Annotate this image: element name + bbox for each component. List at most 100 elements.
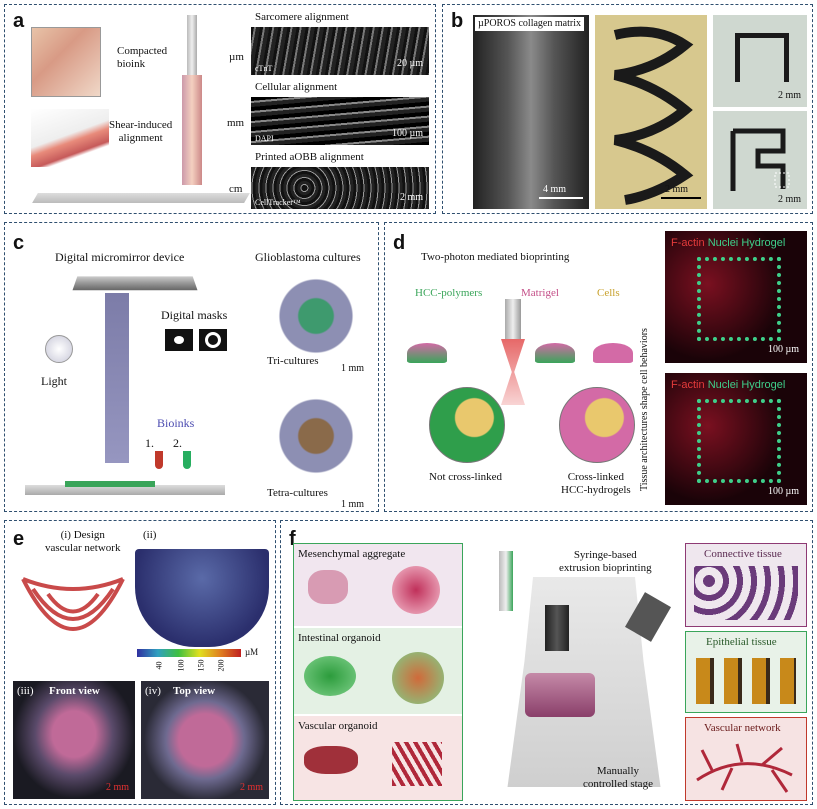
glio-label: Glioblastoma cultures (255, 250, 361, 264)
laser-beam (501, 339, 525, 405)
panel-label-f: f (289, 528, 296, 550)
legend-factin: F-actin (671, 237, 705, 249)
front-view-photo: (iii) Front view 2 mm (13, 681, 135, 799)
fluorescence-image-1: F-actin Nuclei Hydrogel 100 µm (665, 231, 807, 363)
zoom-not-crosslinked (429, 387, 505, 463)
mes-cells (308, 570, 348, 604)
int-organoid (392, 652, 444, 704)
panel-a: a Compacted bioink Shear-induced alignme… (4, 4, 436, 214)
printer-needle (187, 15, 197, 75)
twophoton-title: Two-photon mediated bioprinting (421, 251, 570, 263)
objective (545, 605, 569, 651)
fluoro-scale-1: 100 µm (767, 344, 799, 355)
meander-scale: 2 mm (777, 194, 801, 205)
spiral-print-photo: 2 mm (595, 15, 707, 209)
cb-unit: µM (245, 647, 259, 657)
square-scale: 2 mm (777, 90, 801, 101)
print-stage (25, 485, 225, 495)
bioink-tube-1 (155, 451, 163, 469)
hydrogel-square-2 (697, 399, 781, 483)
tetra-culture-image (261, 391, 371, 491)
fluoro-scale-2: 100 µm (767, 486, 799, 497)
light-beam (105, 293, 129, 463)
vascular-box: Vascular network (685, 717, 807, 801)
printed-title: Printed aOBB alignment (255, 151, 364, 163)
vascular-row: Vascular organoid (294, 716, 462, 800)
epithelial-box: Epithelial tissue (685, 631, 807, 713)
legend-nuclei-2: Nuclei (707, 379, 739, 391)
panel-b: b µPOROS collagen matrix 4 mm 2 mm 2 mm … (442, 4, 813, 214)
compacted-bioink-label: Compacted bioink (117, 45, 168, 70)
panel-label-b: b (451, 10, 464, 32)
cellular-title: Cellular alignment (255, 81, 338, 93)
panel-e: e (i) Design vascular network (ii) 40 10… (4, 520, 276, 805)
spiral-print-svg (613, 26, 694, 205)
hcc-polymers-label: HCC-polymers (415, 287, 483, 299)
printed-micrograph: CellTracker™ 2 mm (251, 167, 429, 209)
epithelial-illustration (696, 658, 796, 704)
legend-hydrogel-2: Hydrogel (741, 379, 786, 391)
legend-hydrogel: Hydrogel (741, 237, 786, 249)
print-substrate (32, 193, 250, 203)
culture-dish (525, 673, 595, 717)
vas-cells (304, 746, 358, 774)
legend-factin-2: F-actin (671, 379, 705, 391)
panel-label-a: a (13, 10, 25, 32)
panel-label-e: e (13, 528, 25, 550)
bioink-illustration (31, 27, 101, 97)
bioink-2-label: 2. (173, 436, 182, 450)
tri-culture-image (261, 271, 371, 371)
vas-organoid (392, 742, 442, 786)
manual-stage-label: Manually controlled stage (583, 765, 653, 790)
side-caption: Tissue architectures shape cell behavior… (639, 328, 650, 491)
dmd-label: Digital micromirror device (55, 250, 185, 264)
sarcomere-micrograph: cTnT 20 µm (251, 27, 429, 75)
laser-head (505, 299, 521, 339)
vascular-network-label: Vascular network (704, 722, 781, 734)
poros-matrix-label: µPOROS collagen matrix (475, 17, 584, 31)
syringe-label: Syringe-based extrusion bioprinting (559, 549, 652, 574)
printed-scale: 2 mm (399, 192, 423, 203)
droplet-2 (535, 343, 575, 363)
vascular-network-svg (696, 743, 793, 793)
panel-e-ii-label: (ii) (143, 529, 157, 541)
concentration-colorbar (137, 649, 241, 657)
front-iii: (iii) (17, 685, 34, 697)
matrigel-label: Matrigel (521, 287, 559, 299)
cellular-stain: DAPI (255, 134, 274, 143)
top-view-label: Top view (173, 685, 216, 697)
printed-construct (65, 481, 155, 487)
spiral-scale-bar (661, 197, 701, 199)
sarcomere-scale: 20 µm (396, 58, 423, 69)
top-scale: 2 mm (239, 782, 263, 793)
tetra-culture-label: Tetra-cultures (267, 487, 328, 499)
panel-f: f Mesenchymal aggregate Intestinal organ… (280, 520, 813, 805)
bioinks-label: Bioinks (157, 416, 195, 430)
fluoro-legend-2: F-actin Nuclei Hydrogel (671, 379, 785, 391)
cb-tick-200: 200 (216, 659, 226, 672)
poros-photo: µPOROS collagen matrix 4 mm (473, 15, 589, 209)
droplet-1 (407, 343, 447, 363)
mask-1 (165, 329, 193, 351)
poros-scale-bar (539, 197, 583, 199)
scale-cm-label: cm (229, 183, 243, 195)
mesenchymal-row: Mesenchymal aggregate (294, 544, 462, 626)
sarcomere-stain: cTnT (255, 64, 273, 73)
int-cells (304, 656, 356, 696)
nozzle-illustration (31, 109, 109, 167)
fluorescence-image-2: F-actin Nuclei Hydrogel 100 µm (665, 373, 807, 505)
cellular-micrograph: DAPI 100 µm (251, 97, 429, 145)
light-label: Light (41, 374, 67, 388)
connective-label: Connective tissue (704, 548, 782, 560)
epithelial-label: Epithelial tissue (706, 636, 777, 648)
light-source (45, 335, 73, 363)
top-iv: (iv) (145, 685, 161, 697)
bioprinter-syringe (499, 551, 513, 611)
panel-d: d Two-photon mediated bioprinting HCC-po… (384, 222, 813, 512)
square-print-photo: 2 mm (713, 15, 807, 107)
bioink-1-label: 1. (145, 436, 154, 450)
droplet-3 (593, 343, 633, 363)
panel-c: c Digital micromirror device Digital mas… (4, 222, 379, 512)
meander-print-photo: 2 mm (713, 111, 807, 209)
organoid-box: Mesenchymal aggregate Intestinal organoi… (293, 543, 463, 801)
